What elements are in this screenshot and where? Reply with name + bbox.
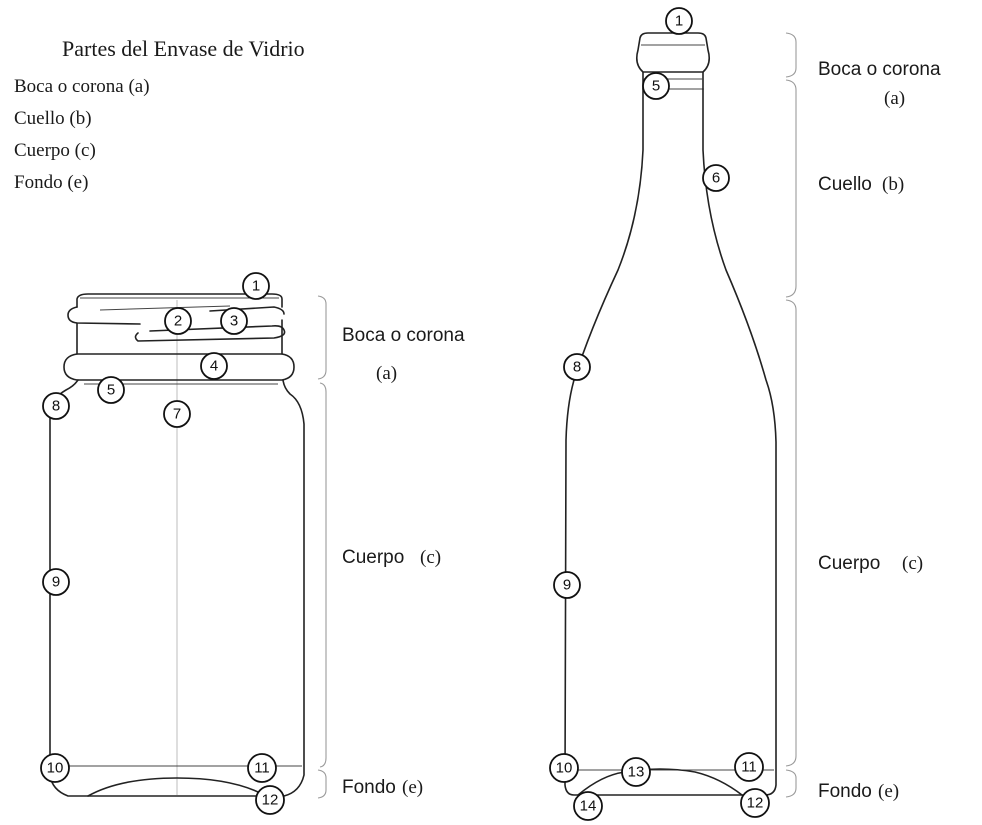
bottle-label-base: Fondo: [818, 781, 872, 802]
jar-label-body: Cuerpo: [342, 547, 404, 568]
bottle-label-neck-letter: (b): [882, 174, 904, 195]
bottle-body-outline: [564, 88, 777, 796]
jar-label-mouth-letter: (a): [376, 363, 397, 384]
bottle-brace-body: [785, 299, 797, 767]
bottle-marker-6: 6: [702, 164, 730, 192]
bottle-punt: [577, 768, 743, 796]
legend-item-body: Cuerpo (c): [14, 140, 96, 161]
svg-text:1: 1: [252, 278, 260, 295]
bottle-marker-10: 10: [549, 753, 579, 783]
jar-label-body-letter: (c): [420, 547, 441, 568]
jar-thread-upper-back: [99, 305, 231, 311]
jar-brace-mouth: [317, 295, 327, 380]
svg-text:8: 8: [573, 359, 581, 376]
svg-text:1: 1: [675, 13, 683, 30]
jar-marker-11: 11: [247, 753, 277, 783]
jar-marker-12: 12: [255, 785, 285, 815]
bottle-marker-5: 5: [642, 72, 670, 100]
bottle-label-body: Cuerpo: [818, 553, 880, 574]
jar-thread-upper: [67, 306, 285, 325]
svg-text:10: 10: [47, 760, 64, 777]
svg-text:2: 2: [174, 313, 182, 330]
bottle-label-mouth: Boca o corona: [818, 59, 941, 80]
jar-marker-2: 2: [164, 307, 192, 335]
bottle-brace-base: [785, 769, 797, 798]
bottle-section-braces: [785, 32, 797, 798]
bottle-label-mouth-letter: (a): [884, 88, 905, 109]
svg-text:9: 9: [563, 577, 571, 594]
jar-finish-walls: [76, 319, 283, 355]
bottle-brace-neck: [785, 79, 797, 298]
jar-marker-3: 3: [220, 307, 248, 335]
jar-body-outline: [49, 379, 305, 797]
svg-text:12: 12: [262, 792, 279, 809]
jar-transfer-bead: [63, 353, 295, 381]
svg-text:12: 12: [747, 795, 764, 812]
jar-label-mouth: Boca o corona: [342, 325, 465, 346]
svg-text:3: 3: [230, 313, 238, 330]
jar-label-base-letter: (e): [402, 777, 423, 798]
svg-text:9: 9: [52, 574, 60, 591]
bottle-label-neck: Cuello: [818, 174, 872, 195]
bottle-section-labels: Boca o corona (a) Cuello (b) Cuerpo (c) …: [818, 59, 941, 802]
legend-title: Partes del Envase de Vidrio: [62, 36, 305, 61]
jar-section-labels: Boca o corona (a) Cuerpo (c) Fondo (e): [342, 325, 465, 798]
bottle-drawing: [564, 32, 777, 796]
svg-text:11: 11: [254, 760, 270, 777]
legend: Partes del Envase de Vidrio Boca o coron…: [14, 36, 305, 193]
legend-item-mouth: Boca o corona (a): [14, 76, 150, 97]
svg-text:10: 10: [556, 760, 573, 777]
jar-section-braces: [317, 295, 327, 799]
legend-item-neck: Cuello (b): [14, 108, 92, 129]
jar-marker-4: 4: [200, 352, 228, 380]
bottle-marker-11: 11: [734, 752, 764, 782]
bottle-label-body-letter: (c): [902, 553, 923, 574]
svg-text:7: 7: [173, 406, 181, 423]
svg-text:5: 5: [652, 78, 660, 95]
jar-brace-base: [317, 769, 327, 799]
bottle-brace-mouth: [785, 32, 797, 78]
bottle-marker-9: 9: [553, 571, 581, 599]
jar-marker-8: 8: [42, 392, 70, 420]
svg-text:14: 14: [580, 798, 597, 815]
jar-base-pushup: [87, 777, 267, 797]
jar-label-base: Fondo: [342, 777, 396, 798]
jar-marker-9: 9: [42, 568, 70, 596]
jar-marker-10: 10: [40, 753, 70, 783]
svg-text:5: 5: [107, 382, 115, 399]
jar-marker-5: 5: [97, 376, 125, 404]
bottle-marker-1: 1: [665, 7, 693, 35]
jar-drawing: [49, 293, 305, 797]
svg-text:6: 6: [712, 170, 720, 187]
bottle-marker-13: 13: [621, 757, 651, 787]
jar-brace-body: [319, 382, 327, 768]
svg-text:13: 13: [628, 764, 645, 781]
svg-text:8: 8: [52, 398, 60, 415]
jar-marker-1: 1: [242, 272, 270, 300]
bottle-markers: 1 5 6 8 9 10 11 12 13 14: [549, 7, 770, 821]
jar-markers: 1 2 3 4 5 7 8 9 10 11 12: [40, 272, 285, 815]
bottle-marker-12: 12: [740, 788, 770, 818]
bottle-marker-14: 14: [573, 791, 603, 821]
bottle-marker-8: 8: [563, 353, 591, 381]
jar-finish-lip: [76, 293, 283, 308]
bottle-label-base-letter: (e): [878, 781, 899, 802]
svg-text:4: 4: [210, 358, 218, 375]
jar-marker-7: 7: [163, 400, 191, 428]
bottle-crown: [636, 32, 710, 73]
svg-text:11: 11: [741, 759, 757, 776]
legend-item-base: Fondo (e): [14, 172, 88, 193]
jar-thread-middle: [134, 325, 286, 342]
